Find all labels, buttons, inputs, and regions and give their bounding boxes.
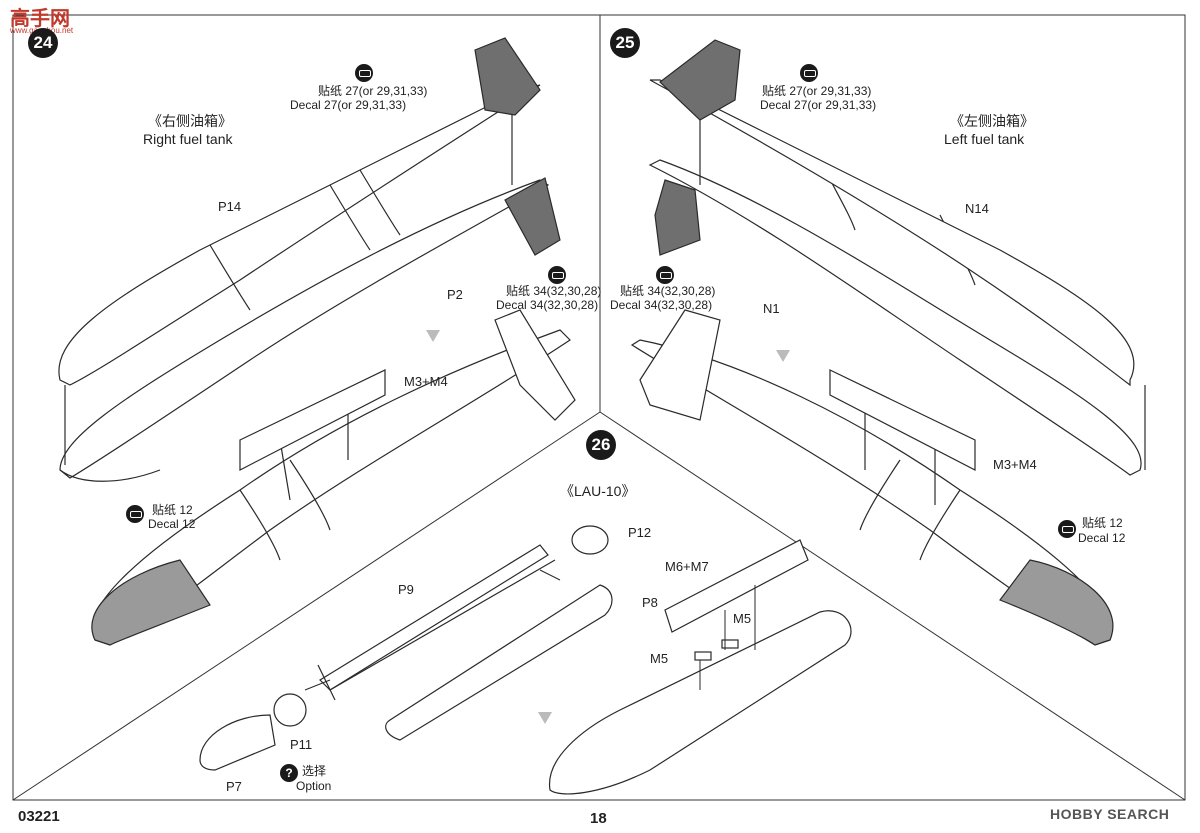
pylon-m3m4-left: [239, 369, 386, 471]
decal-low-en-left: Decal 12: [148, 517, 196, 531]
step-25-badge: 25: [610, 28, 640, 58]
label-p14: P14: [218, 199, 242, 214]
right-tank-drawing: [58, 84, 571, 646]
label-p8: P8: [642, 595, 658, 610]
fin-assembled-right: [639, 309, 721, 421]
decal-low-en-right: Decal 12: [1078, 531, 1126, 545]
decal-top-en-left: Decal 27(or 29,31,33): [290, 98, 407, 112]
label-p7: P7: [226, 779, 242, 794]
fin-assembled-left: [494, 309, 576, 421]
part-p11: [273, 693, 307, 727]
watermark-cn: 高手网: [10, 8, 70, 30]
tank-half-n1: [649, 79, 1135, 387]
label-m3m4-right: M3+M4: [993, 457, 1037, 472]
fin-group-right: [639, 39, 1114, 646]
hobby-search-watermark: HOBBY SEARCH: [1050, 806, 1170, 822]
step-24-badge: 24: [28, 28, 58, 58]
left-tank-title-cn: 《左侧油箱》: [950, 113, 1034, 129]
lau10-drawing: [199, 525, 852, 795]
tank-assembled-right: [91, 329, 571, 646]
frame: [12, 14, 1186, 801]
right-tank-title-en: Right fuel tank: [143, 131, 233, 147]
label-m3m4-left: M3+M4: [404, 374, 448, 389]
decal-top-en-right: Decal 27(or 29,31,33): [760, 98, 877, 112]
decal-mid-cn-left: 贴纸 34(32,30,28): [506, 284, 602, 298]
fin-upper-left: [474, 37, 541, 116]
decal-top-cn-right: 贴纸 27(or 29,31,33): [762, 84, 872, 98]
lau10-guide-lines: [304, 569, 756, 691]
option-label-cn: 选择: [302, 764, 327, 778]
part-m5-left: [694, 651, 712, 661]
tank-half-p14: [58, 84, 541, 386]
part-m6m7-pylon: [664, 539, 809, 633]
tank-half-n14: [648, 159, 1142, 476]
label-m5-right: M5: [733, 611, 752, 626]
part-m5-right: [721, 639, 739, 649]
label-n1: N1: [763, 301, 780, 316]
assembly-arrows: [426, 330, 790, 724]
decal-low-cn-right: 贴纸 12: [1082, 516, 1123, 530]
fin-lower-left: [504, 177, 561, 256]
tank-assembled-left: [630, 339, 1112, 646]
decal-mid-cn-right: 贴纸 34(32,30,28): [620, 284, 716, 298]
tank-half-p2: [59, 179, 550, 479]
decal-icon: [656, 266, 674, 284]
decal-top-cn-left: 贴纸 27(or 29,31,33): [318, 84, 428, 98]
label-p9: P9: [398, 582, 414, 597]
option-label-en: Option: [296, 779, 332, 793]
step-26-badge: 26: [586, 430, 616, 460]
label-p12: P12: [628, 525, 652, 540]
decal-icon: [355, 64, 373, 82]
label-n14: N14: [965, 201, 989, 216]
label-p2: P2: [447, 287, 463, 302]
part-p7-nose: [199, 714, 276, 771]
fin-upper-right: [659, 39, 741, 121]
label-p11: P11: [290, 737, 313, 752]
right-tank-title-cn: 《右侧油箱》: [148, 113, 232, 129]
decal-mid-en-right: Decal 34(32,30,28): [610, 298, 713, 312]
decal-low-cn-left: 贴纸 12: [152, 503, 193, 517]
decal-icon: [800, 64, 818, 82]
decal-icon: [1058, 520, 1076, 538]
left-tank-title-en: Left fuel tank: [944, 131, 1025, 147]
lau10-assembled: [548, 610, 852, 795]
lau10-title: 《LAU-10》: [560, 483, 636, 499]
decal-icon: [126, 505, 144, 523]
page-number: 18: [590, 810, 607, 827]
kit-code: 03221: [18, 808, 60, 825]
fin-group-left: [91, 37, 576, 646]
decal-mid-en-left: Decal 34(32,30,28): [496, 298, 599, 312]
pylon-m3m4-right: [829, 369, 976, 471]
label-m5-left: M5: [650, 651, 669, 666]
part-p12-cap: [571, 525, 609, 555]
label-m6m7: M6+M7: [665, 559, 709, 574]
nose-shading-right: [999, 559, 1114, 646]
part-p8-tube-half: [385, 584, 613, 741]
left-tank-drawing: [630, 70, 1146, 646]
part-p9-rails: [319, 544, 549, 691]
fin-lower-right: [654, 179, 701, 256]
nose-shading-left: [91, 559, 211, 646]
decal-icon: [548, 266, 566, 284]
option-question-icon: ?: [280, 764, 298, 782]
